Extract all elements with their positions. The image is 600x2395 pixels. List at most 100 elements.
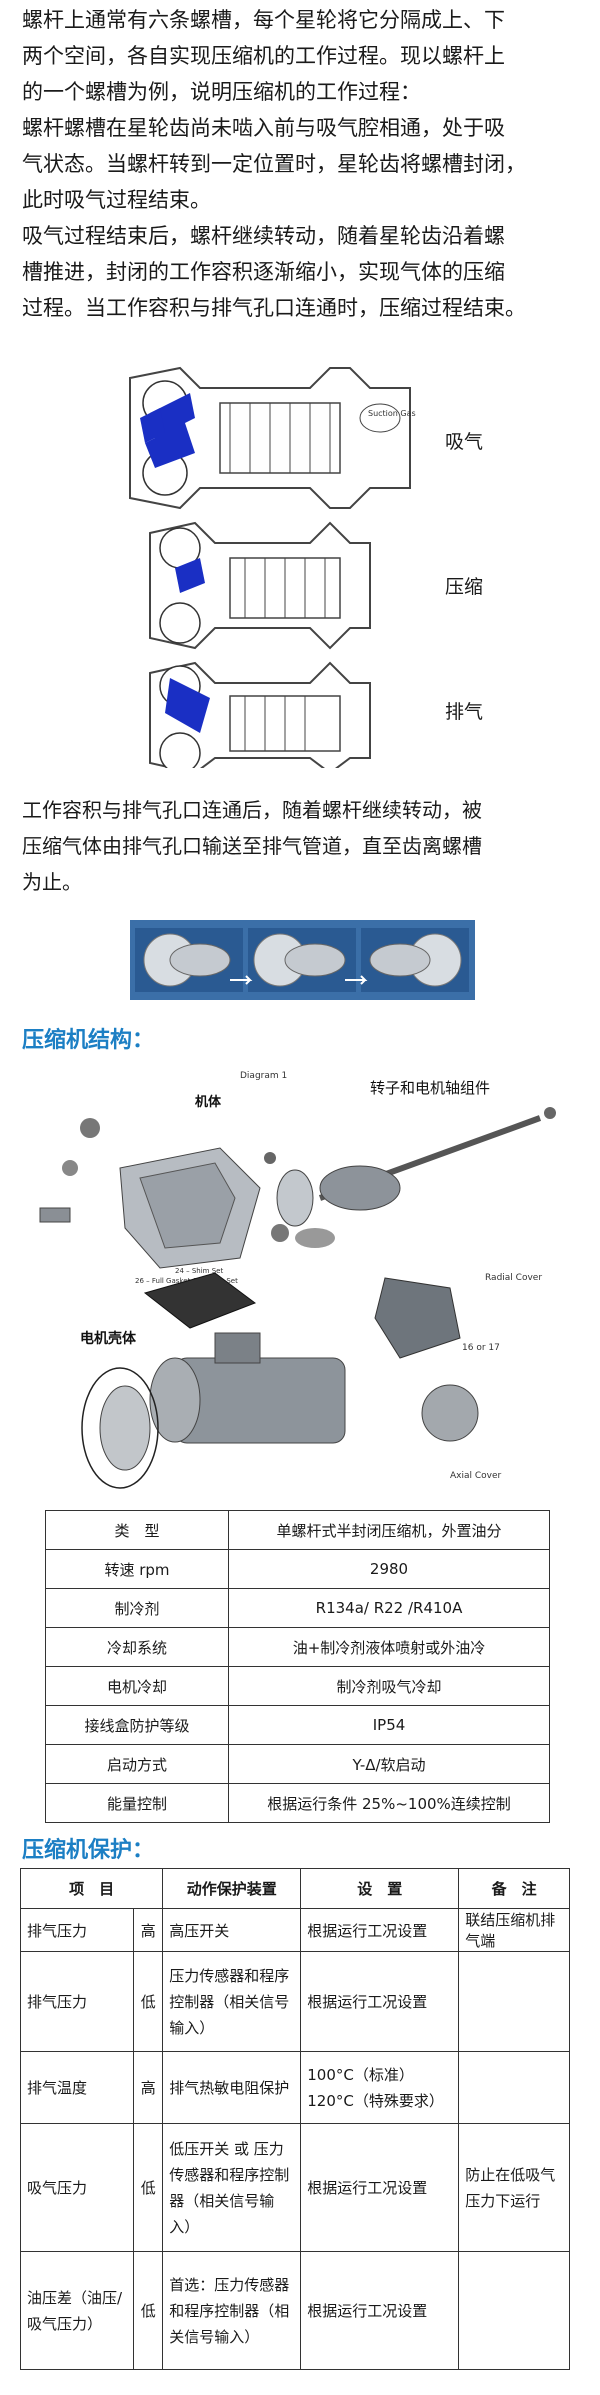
structure-diagram: Diagram 1 机体 转子和电机轴组件 24 – Shim Set 26 –… <box>39 1071 556 1489</box>
row-setting: 根据运行工况设置 <box>300 2251 460 2370</box>
compress-label: 压缩 <box>445 576 483 598</box>
axial-cover-label: Axial Cover <box>450 1471 502 1481</box>
intro-paragraph: 螺杆上通常有六条螺槽，每个星轮将它分隔成上、下 两个空间，各自实现压缩机的工作过… <box>22 2 582 326</box>
spec-key: 启动方式 <box>45 1744 229 1784</box>
row-item: 排气压力 <box>19 1908 135 1952</box>
row-note <box>458 1951 570 2052</box>
table-row: 排气压力 高 高压开关 根据运行工况设置 联结压缩机排气端 <box>19 1908 570 1952</box>
table-row: 电机冷却制冷剂吸气冷却 <box>45 1666 550 1706</box>
intro-line: 吸气过程结束后，螺杆继续转动，随着星轮齿沿着螺 <box>22 224 505 248</box>
screw-rotation-photo <box>130 920 475 1000</box>
protection-table: 项 目 动作保护装置 设 置 备 注 排气压力 高 高压开关 根据运行工况设置 … <box>19 1868 570 2370</box>
row-level: 高 <box>133 2051 164 2124</box>
rotor-shaft-assembly <box>276 1107 556 1248</box>
protection-heading: 压缩机保护： <box>22 1838 155 1863</box>
intro-line: 螺杆上通常有六条螺槽，每个星轮将它分隔成上、下 <box>22 8 505 32</box>
spec-key: 类 型 <box>45 1510 229 1550</box>
spec-key: 接线盒防护等级 <box>45 1705 229 1745</box>
table-row: 冷却系统油+制冷剂液体喷射或外油冷 <box>45 1627 550 1667</box>
intro-line: 气状态。当螺杆转到一定位置时，星轮齿将螺槽封闭， <box>22 152 526 176</box>
row-level: 低 <box>133 1951 164 2052</box>
suction-gas-label: Suction Gas <box>368 409 416 418</box>
discharge-label: 排气 <box>445 701 483 723</box>
row-note <box>458 2051 570 2124</box>
spec-key: 转速 rpm <box>45 1549 229 1589</box>
spec-value: 单螺杆式半封闭压缩机，外置油分 <box>228 1510 550 1550</box>
header-item: 项 目 <box>19 1868 164 1909</box>
suction-panel: Suction Gas 吸气 <box>129 366 483 510</box>
header-note: 备 注 <box>458 1868 570 1909</box>
row-device: 排气热敏电阻保护 <box>162 2051 302 2124</box>
spec-value: 制冷剂吸气冷却 <box>228 1666 550 1706</box>
table-row: 能量控制根据运行条件 25%~100%连续控制 <box>45 1783 550 1823</box>
row-device: 首选：压力传感器和程序控制器（相关信号输入） <box>162 2251 302 2370</box>
discharge-line: 工作容积与排气孔口连通后，随着螺杆继续转动，被 <box>22 798 482 822</box>
spec-key: 冷却系统 <box>45 1627 229 1667</box>
discharge-line: 压缩气体由排气孔口输送至排气管道，直至齿离螺槽 <box>22 834 482 858</box>
rotor-label: 转子和电机轴组件 <box>370 1079 490 1097</box>
row-setting: 根据运行工况设置 <box>300 1908 460 1952</box>
row-setting: 根据运行工况设置 <box>300 1951 460 2052</box>
row-note: 联结压缩机排气端 <box>458 1908 570 1952</box>
motor-housing <box>81 1272 479 1489</box>
intro-line: 的一个螺槽为例，说明压缩机的工作过程： <box>22 80 421 104</box>
spec-key: 能量控制 <box>45 1783 229 1823</box>
screw-frame-2 <box>248 928 356 992</box>
suction-label: 吸气 <box>445 431 483 453</box>
row-item: 排气温度 <box>19 2051 135 2124</box>
row-note <box>458 2251 570 2370</box>
spec-value: 根据运行条件 25%~100%连续控制 <box>228 1783 550 1823</box>
row-item: 吸气压力 <box>19 2123 135 2252</box>
spec-value: IP54 <box>228 1705 550 1745</box>
shim-note: 24 – Shim Set <box>175 1267 223 1275</box>
motor-label: 电机壳体 <box>80 1330 137 1347</box>
row-device: 高压开关 <box>162 1908 302 1952</box>
radial-cover-label: Radial Cover <box>485 1273 542 1283</box>
discharge-line: 为止。 <box>22 870 82 894</box>
header-setting: 设 置 <box>300 1868 460 1909</box>
table-row: 排气温度 高 排气热敏电阻保护 100°C（标准） 120°C（特殊要求） <box>19 2051 570 2124</box>
discharge-panel: 排气 <box>149 661 483 768</box>
row-device: 低压开关 或 压力传感器和程序控制器（相关信号输入） <box>162 2123 302 2252</box>
body-label: 机体 <box>195 1094 222 1110</box>
table-row: 排气压力 低 压力传感器和程序控制器（相关信号输入） 根据运行工况设置 <box>19 1951 570 2052</box>
compression-panel: 压缩 <box>149 521 483 650</box>
compressor-body: 24 – Shim Set 26 – Full Gasket & O-Ring … <box>39 1118 289 1285</box>
intro-line: 此时吸气过程结束。 <box>22 188 211 212</box>
table-row: 油压差（油压/吸气压力） 低 首选：压力传感器和程序控制器（相关信号输入） 根据… <box>19 2251 570 2370</box>
screw-frame-3 <box>361 928 469 992</box>
row-item: 油压差（油压/吸气压力） <box>19 2251 135 2370</box>
row-setting: 100°C（标准） 120°C（特殊要求） <box>300 2051 460 2124</box>
row-note: 防止在低吸气压力下运行 <box>458 2123 570 2252</box>
row-level: 低 <box>133 2123 164 2252</box>
intro-line: 两个空间，各自实现压缩机的工作过程。现以螺杆上 <box>22 44 505 68</box>
row-setting: 根据运行工况设置 <box>300 2123 460 2252</box>
row-level: 高 <box>133 1908 164 1952</box>
row-level: 低 <box>133 2251 164 2370</box>
part-16or17-label: 16 or 17 <box>462 1343 500 1353</box>
diagram-title: Diagram 1 <box>240 1071 287 1081</box>
structure-heading: 压缩机结构： <box>22 1028 155 1053</box>
table-header-row: 项 目 动作保护装置 设 置 备 注 <box>19 1868 570 1909</box>
spec-value: R134a/ R22 /R410A <box>228 1588 550 1628</box>
spec-value: Y-Δ/软启动 <box>228 1744 550 1784</box>
intro-line: 过程。当工作容积与排气孔口连通时，压缩过程结束。 <box>22 296 526 320</box>
row-device: 压力传感器和程序控制器（相关信号输入） <box>162 1951 302 2052</box>
discharge-paragraph: 工作容积与排气孔口连通后，随着螺杆继续转动，被 压缩气体由排气孔口输送至排气管道… <box>22 792 582 900</box>
intro-line: 槽推进，封闭的工作容积逐渐缩小，实现气体的压缩 <box>22 260 505 284</box>
spec-key: 电机冷却 <box>45 1666 229 1706</box>
screw-frame-1 <box>135 928 243 992</box>
spec-value: 油+制冷剂液体喷射或外油冷 <box>228 1627 550 1667</box>
spec-key: 制冷剂 <box>45 1588 229 1628</box>
row-item: 排气压力 <box>19 1951 135 2052</box>
table-row: 吸气压力 低 低压开关 或 压力传感器和程序控制器（相关信号输入） 根据运行工况… <box>19 2123 570 2252</box>
intro-line: 螺杆螺槽在星轮齿尚未啮入前与吸气腔相通，处于吸 <box>22 116 505 140</box>
header-device: 动作保护装置 <box>162 1868 302 1909</box>
spec-value: 2980 <box>228 1549 550 1589</box>
table-row: 类 型单螺杆式半封闭压缩机，外置油分 <box>45 1510 550 1550</box>
